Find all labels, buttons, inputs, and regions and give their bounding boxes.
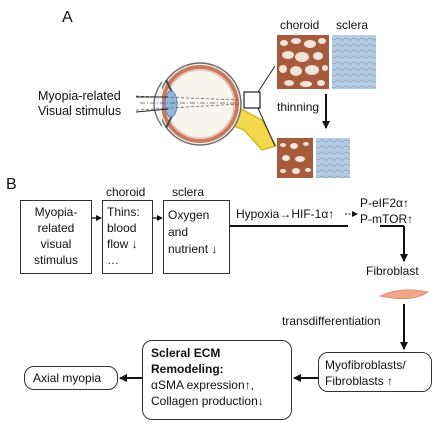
ecm-title-line2: Remodeling: xyxy=(151,362,224,376)
sclera-box: Oxygen and nutrient ↓ xyxy=(163,200,230,274)
hypoxia-text: Hypoxia→HIF-1α↑ xyxy=(236,207,335,221)
ecm-remodeling-box: Scleral ECM Remodeling: αSMA expression↑… xyxy=(142,340,292,420)
sclera-texture-icon xyxy=(332,35,376,89)
stimulus-box-line3: visual xyxy=(40,237,72,251)
myofibroblasts-line2: Fibroblasts ↑ xyxy=(325,374,394,388)
panel-b-label: B xyxy=(6,176,17,193)
stimulus-label-line1: Myopia-related xyxy=(38,89,121,103)
sclera-label: sclera xyxy=(336,18,369,32)
ecm-title-line1: Scleral ECM xyxy=(151,346,221,360)
choroid-box: Thins: blood flow ↓ … xyxy=(102,200,153,274)
eye-cross-section-icon xyxy=(135,62,277,151)
stimulus-label-line2: Visual stimulus xyxy=(38,104,122,118)
choroid-label: choroid xyxy=(280,18,320,32)
myofibroblasts-box: Myofibroblasts/ Fibroblasts ↑ xyxy=(318,352,432,392)
choroid-header: choroid xyxy=(106,185,146,199)
sclera-box-line2: and xyxy=(168,225,189,239)
sclera-box-line3: nutrient ↓ xyxy=(168,242,218,256)
myofibroblasts-line1: Myofibroblasts/ xyxy=(325,358,406,372)
fibroblast-label: Fibroblast xyxy=(366,264,419,278)
transdifferentiation-label: transdifferentiation xyxy=(282,314,381,328)
ecm-line2: Collagen production↓ xyxy=(151,394,264,408)
thinning-label: thinning xyxy=(277,100,320,114)
axial-myopia-label: Axial myopia xyxy=(33,371,102,385)
choroid-box-line4: … xyxy=(107,253,119,267)
p-eif2a-text: P-eIF2α↑ xyxy=(360,196,409,210)
axial-myopia-box: Axial myopia xyxy=(24,366,118,390)
fibroblast-cell-icon xyxy=(378,289,429,300)
choroid-box-line3: flow ↓ xyxy=(107,237,138,251)
choroid-box-line2: blood xyxy=(107,221,137,235)
ecm-line1: αSMA expression↑, xyxy=(151,378,254,392)
panel-a-label: A xyxy=(62,9,73,26)
sclera-header: sclera xyxy=(172,185,205,199)
sclera-box-line1: Oxygen xyxy=(168,208,210,222)
choroid-box-line1: Thins: xyxy=(107,205,140,219)
focus-square xyxy=(243,91,261,109)
stimulus-box: Myopia- related visual stimulus xyxy=(20,200,92,274)
choroid-thin-texture-icon xyxy=(277,138,313,178)
sclera-thin-texture-icon xyxy=(316,138,350,178)
stimulus-box-line4: stimulus xyxy=(33,253,78,267)
p-mtor-text: P-mTOR↑ xyxy=(360,212,414,226)
stimulus-box-line1: Myopia- xyxy=(34,205,78,219)
choroid-texture-icon xyxy=(277,35,329,89)
stimulus-box-line2: related xyxy=(37,221,75,235)
